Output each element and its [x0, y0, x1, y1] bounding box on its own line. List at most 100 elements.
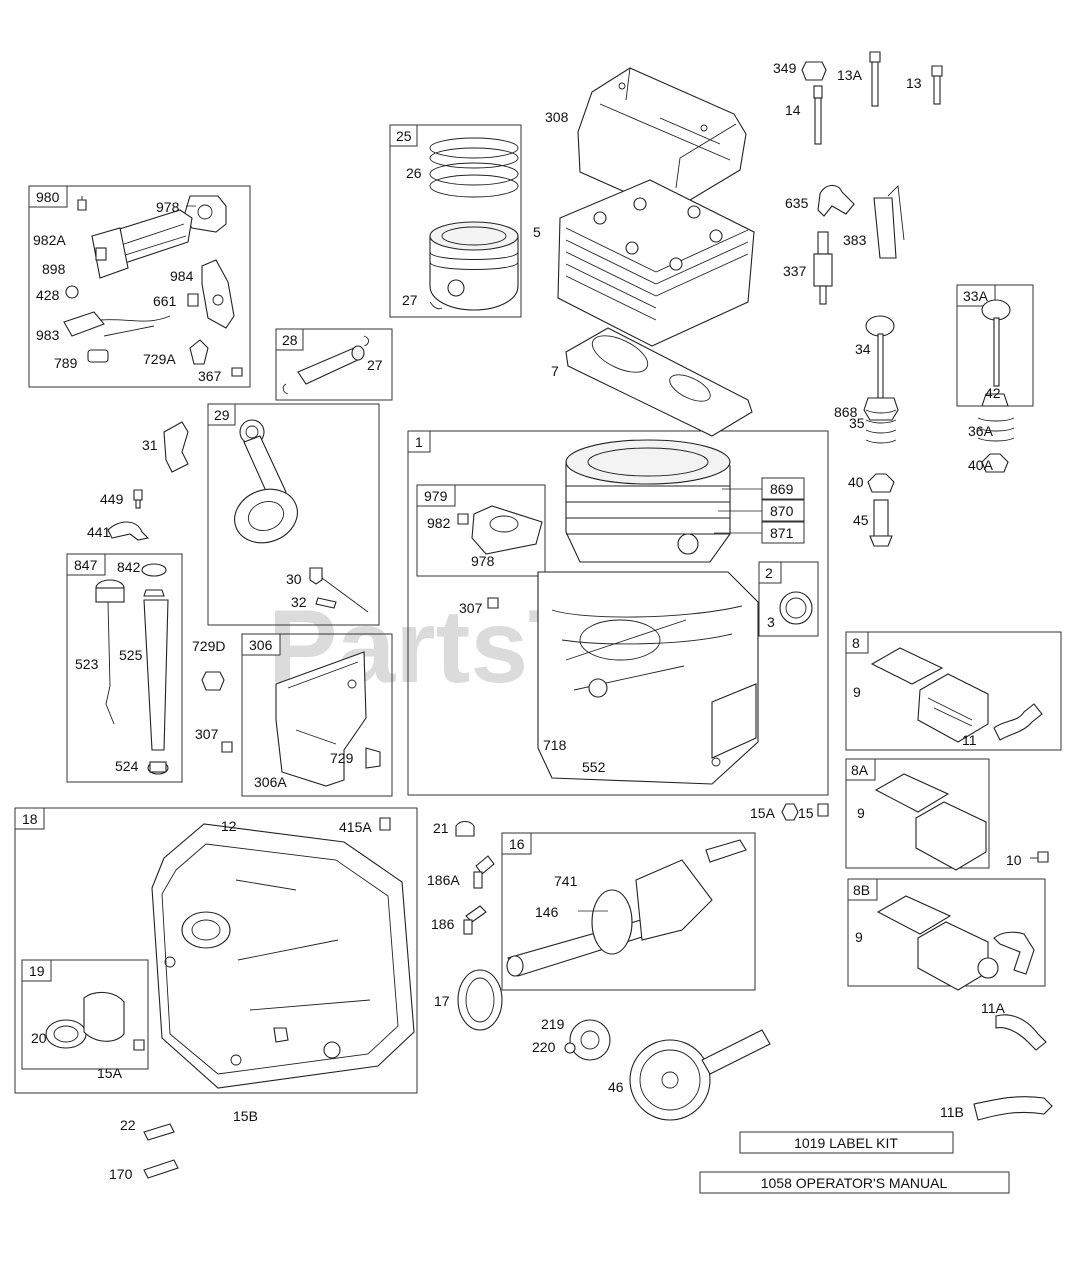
- label-170: 170: [109, 1166, 133, 1182]
- label-982a: 982A: [33, 232, 66, 248]
- control-assembly-drawing: [63, 195, 243, 377]
- tag-8: 8: [852, 635, 860, 651]
- tag-870: 870: [770, 503, 794, 519]
- tag-33a: 33A: [963, 288, 989, 304]
- frame-19: [21, 959, 149, 1070]
- frame-18: [14, 807, 418, 1094]
- label-449: 449: [100, 491, 124, 507]
- label-13: 13: [906, 75, 922, 91]
- label-kit-text: 1019 LABEL KIT: [794, 1135, 898, 1151]
- label-868: 868: [834, 404, 858, 420]
- label-729: 729: [330, 750, 354, 766]
- frame-1: [407, 430, 829, 796]
- cylinder-shroud-drawing: [577, 67, 747, 213]
- label-10: 10: [1006, 852, 1022, 868]
- label-11a: 11A: [981, 1000, 1006, 1016]
- label-34: 34: [855, 341, 871, 357]
- tag-28: 28: [282, 332, 298, 348]
- guard-drawing: [201, 651, 381, 787]
- label-5: 5: [533, 224, 541, 240]
- label-146: 146: [535, 904, 559, 920]
- label-27-piston: 27: [402, 292, 418, 308]
- label-383: 383: [843, 232, 867, 248]
- label-984: 984: [170, 268, 194, 284]
- label-kit-box: [739, 1131, 954, 1154]
- label-11: 11: [962, 732, 977, 748]
- group-tags: 980 25 28 29 1 979 869 870 871 2 847 306…: [14, 124, 996, 982]
- label-36a: 36A: [968, 423, 994, 439]
- label-9-breather-8a: 9: [857, 805, 865, 821]
- label-30: 30: [286, 571, 302, 587]
- tag-16: 16: [509, 836, 525, 852]
- tag-2: 2: [765, 565, 773, 581]
- valve-train-drawing: [863, 299, 1015, 547]
- label-415a: 415A: [339, 819, 372, 835]
- label-729a: 729A: [143, 351, 176, 367]
- frame-25: [389, 124, 522, 318]
- frame-980: [28, 185, 251, 388]
- tag-29: 29: [214, 407, 230, 423]
- label-186a: 186A: [427, 872, 460, 888]
- label-635: 635: [785, 195, 809, 211]
- bracket-parts-drawing: [107, 421, 189, 541]
- label-9-breather: 9: [853, 684, 861, 700]
- label-9-breather-8b: 9: [855, 929, 863, 945]
- tag-979: 979: [424, 488, 448, 504]
- label-12: 12: [221, 818, 237, 834]
- label-978-breather: 978: [471, 553, 495, 569]
- crankshaft-cam-drawing: [455, 820, 771, 1121]
- kit-boxes: 1019 LABEL KIT 1058 OPERATOR'S MANUAL: [699, 1131, 1010, 1194]
- label-428: 428: [36, 287, 60, 303]
- frame-2: [758, 561, 819, 637]
- label-349: 349: [773, 60, 797, 76]
- label-337: 337: [783, 263, 807, 279]
- label-898: 898: [42, 261, 66, 277]
- label-523: 523: [75, 656, 99, 672]
- label-219: 219: [541, 1016, 565, 1032]
- frame-979: [416, 484, 546, 577]
- label-220: 220: [532, 1039, 556, 1055]
- crankcase-drawing: [457, 439, 813, 785]
- frame-16: [501, 832, 756, 991]
- label-40a: 40A: [968, 457, 994, 473]
- operators-manual-text: 1058 OPERATOR'S MANUAL: [761, 1175, 948, 1191]
- crankcase-cover-drawing: [45, 817, 415, 1179]
- tag-19: 19: [29, 963, 45, 979]
- tag-18: 18: [22, 811, 38, 827]
- label-15a-block: 15A: [750, 805, 776, 821]
- label-661: 661: [153, 293, 177, 309]
- tag-847: 847: [74, 557, 98, 573]
- cylinder-head-drawing: [557, 179, 755, 347]
- label-367: 367: [198, 368, 222, 384]
- breather-drawing: [781, 647, 1053, 1121]
- tag-306: 306: [249, 637, 273, 653]
- label-15: 15: [798, 805, 814, 821]
- label-741: 741: [554, 873, 578, 889]
- label-186: 186: [431, 916, 455, 932]
- leader-lines: [186, 205, 762, 912]
- frame-8b: [847, 878, 1046, 987]
- label-26: 26: [406, 165, 422, 181]
- label-307-block: 307: [459, 600, 483, 616]
- label-982: 982: [427, 515, 451, 531]
- part-labels: 978 982A 898 984 428 661 983 789 729A 36…: [31, 60, 1022, 1182]
- label-983: 983: [36, 327, 60, 343]
- label-978: 978: [156, 199, 180, 215]
- label-306a: 306A: [254, 774, 287, 790]
- head-gasket-drawing: [565, 327, 753, 437]
- connecting-rod-drawing: [234, 419, 369, 613]
- label-17: 17: [434, 993, 450, 1009]
- label-46: 46: [608, 1079, 624, 1095]
- label-729d: 729D: [192, 638, 225, 654]
- label-31: 31: [142, 437, 158, 453]
- label-308: 308: [545, 109, 569, 125]
- tag-1: 1: [415, 434, 423, 450]
- label-15a-cover: 15A: [97, 1065, 123, 1081]
- frame-28: [275, 328, 393, 401]
- dipstick-drawing: [95, 563, 169, 775]
- tag-869: 869: [770, 481, 794, 497]
- tag-871: 871: [770, 525, 794, 541]
- label-13a: 13A: [837, 67, 863, 83]
- frame-29: [207, 403, 380, 626]
